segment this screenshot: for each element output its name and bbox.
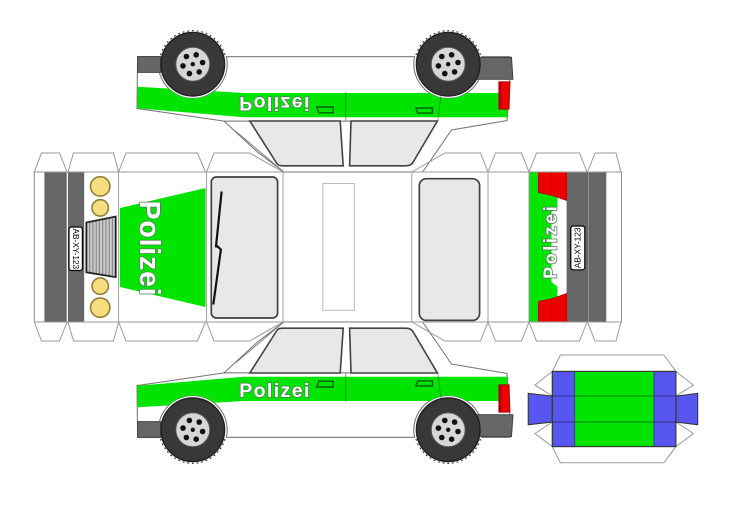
svg-text:AB-XY-123: AB-XY-123	[573, 227, 583, 268]
svg-text:Polizei: Polizei	[133, 201, 165, 297]
svg-text:Polizei: Polizei	[541, 204, 561, 279]
svg-text:AB-XY-123: AB-XY-123	[71, 228, 81, 269]
svg-text:Polizei: Polizei	[239, 380, 311, 402]
